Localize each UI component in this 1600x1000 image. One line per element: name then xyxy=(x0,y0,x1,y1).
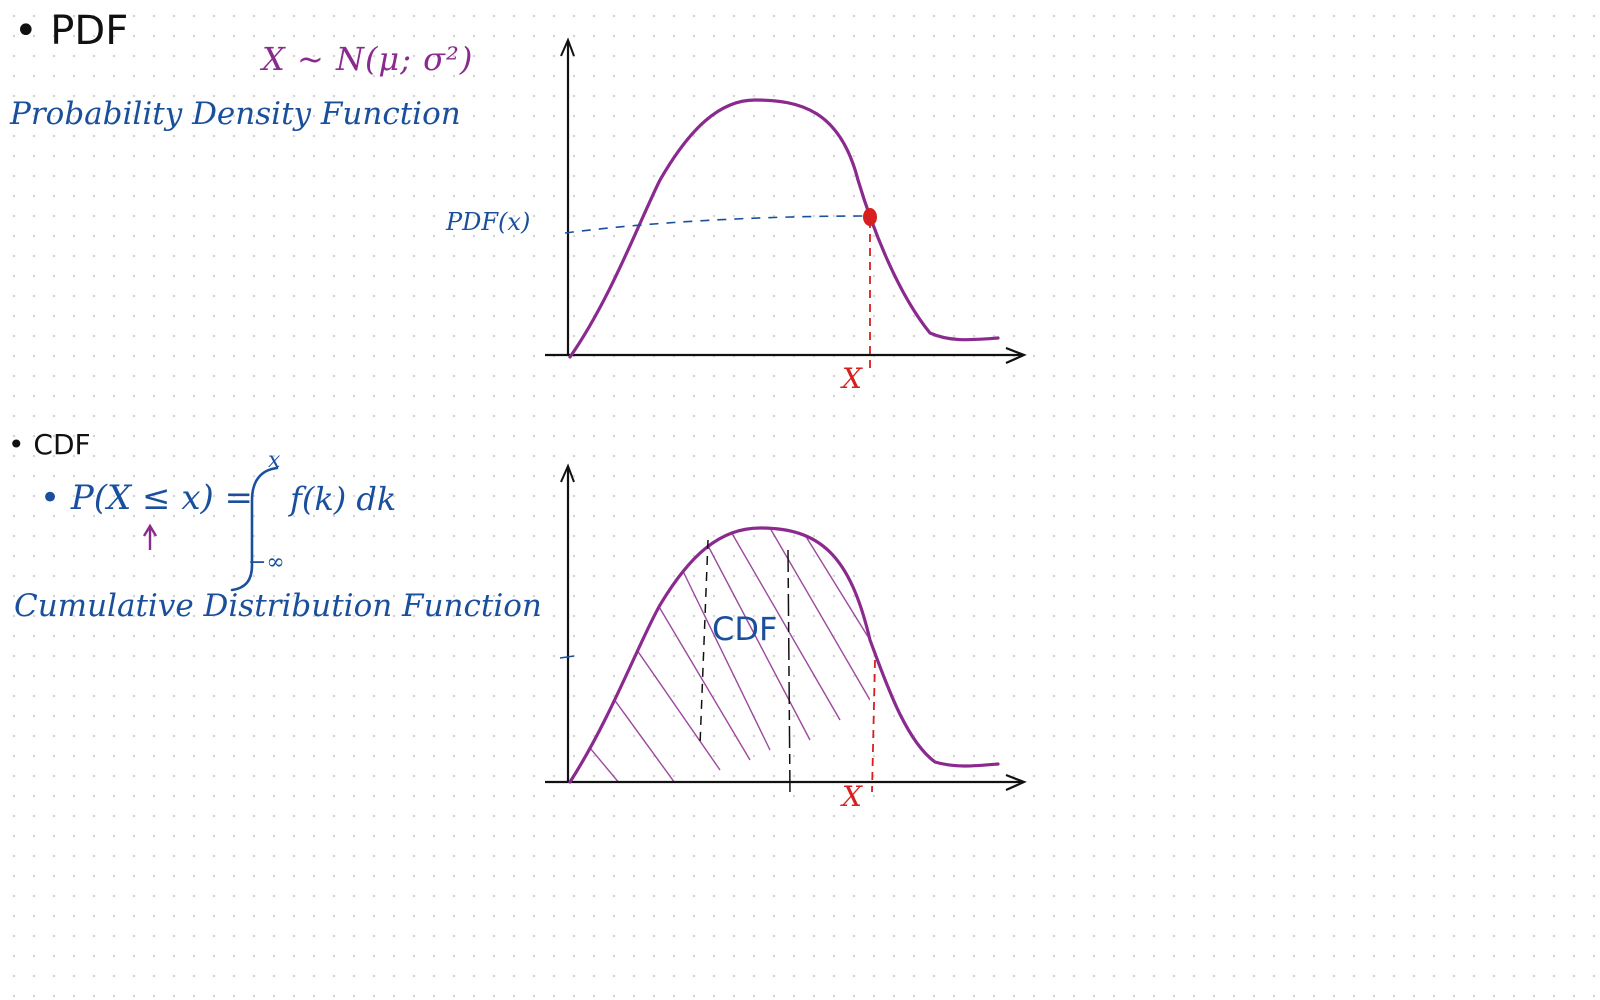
cdf-dashed-divider-left xyxy=(699,539,709,746)
cdf-chart xyxy=(545,463,1027,796)
integrand: f(k) dk xyxy=(290,480,397,518)
pdf-section-title: • PDF xyxy=(14,8,129,54)
cdf-full-name: Cumulative Distribution Function xyxy=(14,588,542,624)
cdf-x-axis-arrow-icon xyxy=(1005,773,1027,792)
integral-sign-icon xyxy=(230,466,279,592)
distribution-notation: X ~ N(μ; σ²) xyxy=(262,40,474,78)
cdf-hatched-area xyxy=(574,528,870,782)
pdf-value-guide-line xyxy=(564,215,867,234)
cdf-formula-lhs: • P(X ≤ x) = xyxy=(40,478,254,518)
up-arrow-icon xyxy=(142,523,158,550)
red-point-icon xyxy=(863,208,877,226)
pdf-y-axis-arrow-icon xyxy=(560,37,575,57)
cdf-curve xyxy=(568,526,1000,784)
pdf-value-label: PDF(x) xyxy=(446,208,531,236)
integral-lower-bound: −∞ xyxy=(248,550,285,575)
pdf-curve xyxy=(568,98,1000,359)
cdf-x-marker-label: X xyxy=(842,780,862,813)
pdf-x-axis-arrow-icon xyxy=(1005,346,1027,365)
cdf-y-tick xyxy=(559,655,575,659)
cdf-area-label: CDF xyxy=(712,610,778,648)
cdf-y-axis-arrow-icon xyxy=(560,463,575,483)
pdf-x-marker-label: X xyxy=(842,362,862,395)
integral-upper-bound: x xyxy=(268,448,281,473)
pdf-full-name: Probability Density Function xyxy=(10,96,461,132)
pdf-chart xyxy=(545,37,1027,372)
cdf-dashed-divider-middle xyxy=(787,549,791,796)
cdf-x-guide-line xyxy=(871,659,876,793)
cdf-section-title: • CDF xyxy=(8,428,91,461)
